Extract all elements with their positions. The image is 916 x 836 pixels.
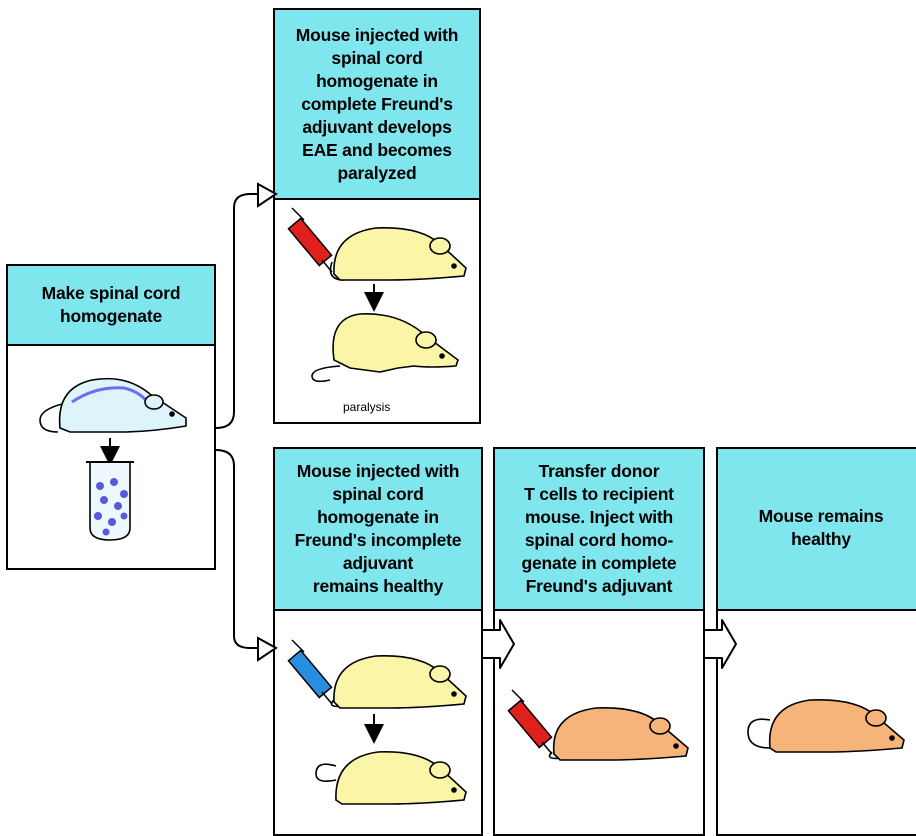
syringe-blue-icon <box>287 639 333 705</box>
injected-mouse-icon <box>329 227 467 281</box>
panel-header: Mouse injected with spinal cord homogena… <box>275 10 479 200</box>
panel-title: Transfer donor T cells to recipient mous… <box>521 461 677 596</box>
arrow-to-transfer-icon <box>483 619 515 669</box>
panel-title: Mouse remains healthy <box>758 506 884 549</box>
panel-header: Transfer donor T cells to recipient mous… <box>495 449 703 611</box>
recipient-mouse-icon <box>747 699 905 753</box>
paralyzed-mouse-icon <box>311 313 459 383</box>
panel-header: Mouse injected with spinal cord homogena… <box>275 449 481 611</box>
panel-title: Mouse injected with spinal cord homogena… <box>294 461 462 596</box>
panel-transfer: Transfer donor T cells to recipient mous… <box>493 447 705 836</box>
arrow-to-incomplete-icon <box>257 636 278 662</box>
branch-brace-connector <box>215 193 262 649</box>
syringe-red-icon <box>507 689 553 755</box>
syringe-red-icon <box>287 207 333 273</box>
homogenate-tube-icon <box>86 461 134 541</box>
panel-header: Mouse remains healthy <box>718 449 916 611</box>
arrow-to-complete-icon <box>257 182 278 208</box>
recipient-mouse-icon <box>548 707 689 761</box>
panel-title: Make spinal cord homogenate <box>41 283 181 326</box>
panel-title: Mouse injected with spinal cord homogena… <box>295 24 459 183</box>
panel-remains-healthy: Mouse remains healthy <box>716 447 916 836</box>
donor-mouse-icon <box>39 377 187 433</box>
healthy-mouse-icon <box>315 751 467 805</box>
paralysis-caption: paralysis <box>343 400 391 414</box>
injected-mouse-icon <box>330 655 467 709</box>
panel-header: Make spinal cord homogenate <box>8 266 214 346</box>
arrow-to-healthy-icon <box>705 619 737 669</box>
